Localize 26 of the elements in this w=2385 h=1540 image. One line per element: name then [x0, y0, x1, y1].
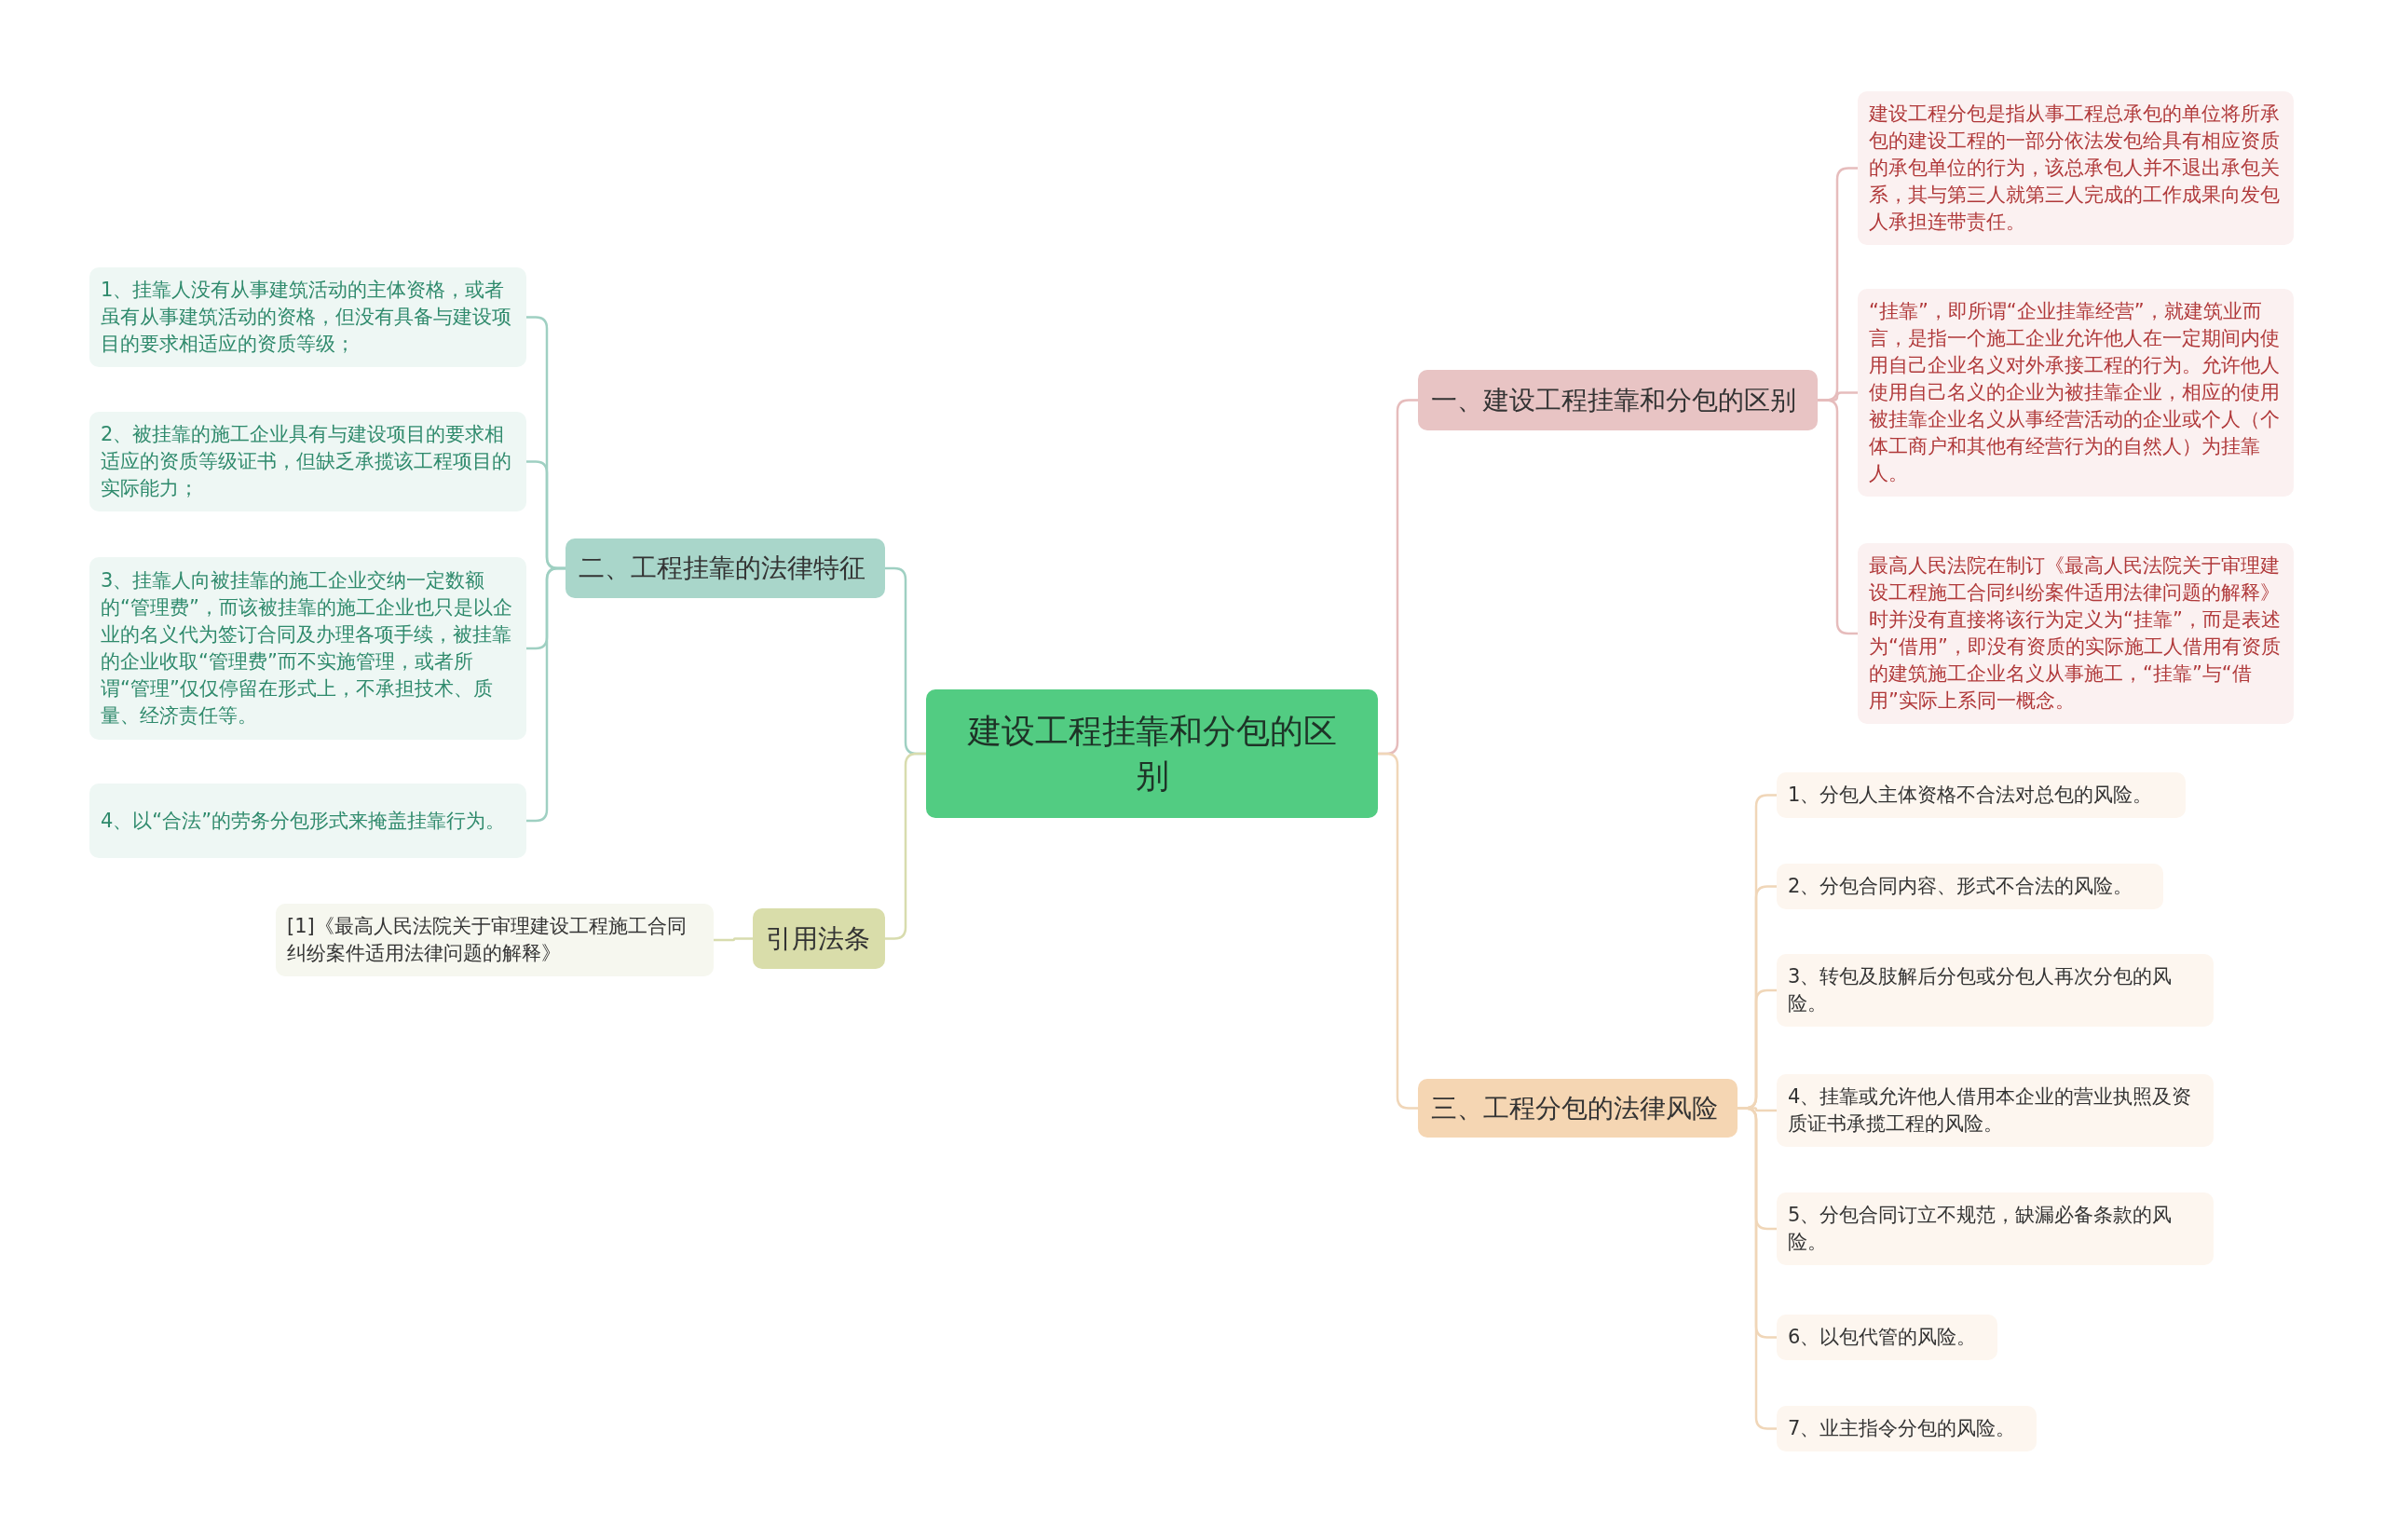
branch-topic-box: 引用法条 — [753, 908, 885, 969]
text-box: 5、分包合同订立不规范，缺漏必备条款的风险。 — [1777, 1192, 2214, 1265]
text-box: 3、转包及肢解后分包或分包人再次分包的风险。 — [1777, 954, 2214, 1027]
text-box: 4、挂靠或允许他人借用本企业的营业执照及资质证书承揽工程的风险。 — [1777, 1074, 2214, 1147]
connector-line — [714, 937, 753, 942]
connector-line — [526, 566, 566, 823]
text-box: 2、分包合同内容、形式不合法的风险。 — [1777, 864, 2163, 909]
text-box: “挂靠”，即所谓“企业挂靠经营”，就建筑业而言，是指一个施工企业允许他人在一定期间内使用自己企业名义对外承接工程的行为。允许他人使用自己名义的企业为被挂靠企业，相应的使用被挂靠企业名义从事经营活动的企业或个人（个体工商户和其他有经营行为的自然人）为挂靠人。 — [1858, 289, 2294, 497]
connector-line — [1378, 752, 1418, 1110]
branch-topic-box: 一、建设工程挂靠和分包的区别 — [1418, 370, 1818, 430]
text-box: 2、被挂靠的施工企业具有与建设项目的要求相适应的资质等级证书，但缺乏承揽该工程项目的实际能力； — [89, 412, 526, 511]
branch-topic-box: 二、工程挂靠的法律特征 — [566, 538, 885, 598]
text-box: 1、分包人主体资格不合法对总包的风险。 — [1777, 772, 2186, 818]
text-box: 4、以“合法”的劳务分包形式来掩盖挂靠行为。 — [89, 784, 526, 858]
text-box: 3、挂靠人向被挂靠的施工企业交纳一定数额的“管理费”，而该被挂靠的施工企业也只是以企业的名义代为签订合同及办理各项手续，被挂靠的企业收取“管理费”而不实施管理，或者所谓“管理”仅仅停留在形式上，不承担技术、质量、经济责任等。 — [89, 557, 526, 740]
text-box: 建设工程分包是指从事工程总承包的单位将所承包的建设工程的一部分依法发包给具有相应资质的承包单位的行为，该总承包人并不退出承包关系，其与第三人就第三人完成的工作成果向发包人承担连带责任。 — [1858, 91, 2294, 245]
text-box: 最高人民法院在制订《最高人民法院关于审理建设工程施工合同纠纷案件适用法律问题的解释》时并没有直接将该行为定义为“挂靠”，而是表述为“借用”，即没有资质的实际施工人借用有资质的建筑施工企业名义从事施工，“挂靠”与“借用”实际上系同一概念。 — [1858, 543, 2294, 724]
text-box: [1]《最高人民法院关于审理建设工程施工合同纠纷案件适用法律问题的解释》 — [276, 904, 714, 976]
connector-line — [885, 752, 926, 940]
central-topic-box: 建设工程挂靠和分包的区别 — [926, 689, 1378, 818]
connector-line — [1818, 399, 1858, 635]
text-box: 6、以包代管的风险。 — [1777, 1315, 1997, 1360]
connector-line — [1738, 1107, 1777, 1430]
text-box: 1、挂靠人没有从事建筑活动的主体资格，或者虽有从事建筑活动的资格，但没有具备与建设项目的要求相适应的资质等级； — [89, 267, 526, 367]
branch-topic-box: 三、工程分包的法律风险 — [1418, 1079, 1738, 1138]
text-box: 7、业主指令分包的风险。 — [1777, 1406, 2037, 1451]
